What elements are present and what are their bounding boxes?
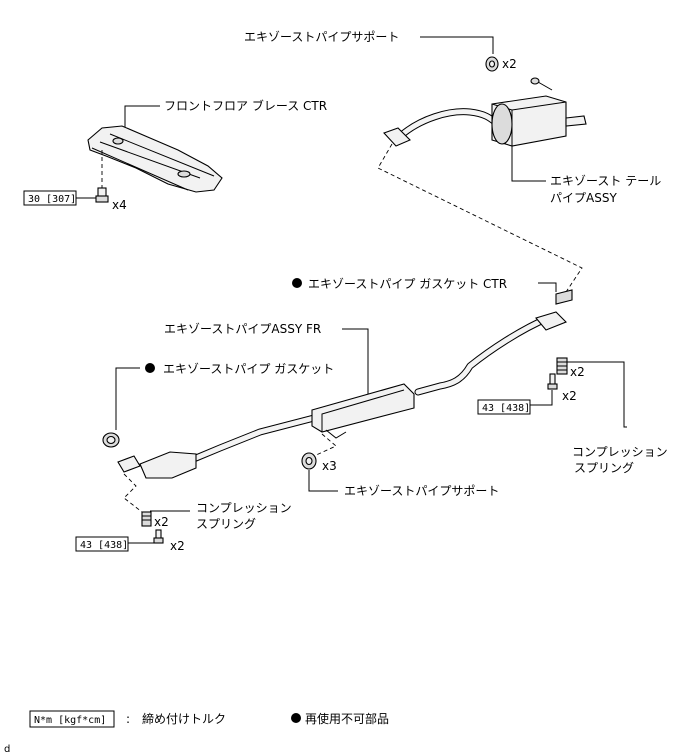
- label-spring-right-1: コンプレッション: [572, 445, 668, 459]
- bolt-left-part: [153, 529, 164, 544]
- legend-non-reusable-mark: [291, 713, 301, 723]
- gasket-ctr-part: [555, 289, 573, 305]
- leader-support-top: [420, 36, 494, 54]
- exhaust-pipe-support-top-part: [485, 56, 499, 72]
- legend-torque-text: 締め付けトルク: [142, 711, 226, 726]
- label-spring-right-2: スプリング: [574, 461, 634, 475]
- label-gasket-ctr: エキゾーストパイプ ガスケット CTR: [308, 277, 507, 291]
- qty-bolt-right: x2: [562, 389, 577, 403]
- leader-tail-pipe: [511, 146, 546, 182]
- label-support-bottom: エキゾーストパイプサポート: [344, 484, 499, 498]
- label-tail-pipe-2: パイプASSY: [550, 191, 617, 205]
- torque-bolt-right: 43 [438]: [482, 403, 530, 414]
- non-reusable-mark-gasket: [145, 363, 155, 373]
- exhaust-pipe-front-part: [117, 311, 567, 479]
- brace-bolt-part: [95, 187, 109, 203]
- legend-separator: :: [126, 712, 130, 726]
- qty-brace-bolt: x4: [112, 198, 127, 212]
- qty-support-bottom: x3: [322, 459, 337, 473]
- non-reusable-mark-gasket-ctr: [292, 278, 302, 288]
- qty-bolt-left: x2: [170, 539, 185, 553]
- exhaust-pipe-support-bottom-part: [301, 452, 317, 470]
- leader-gasket: [115, 367, 140, 430]
- exhaust-tail-pipe-part: [383, 77, 587, 147]
- label-exhaust-pipe-support-top: エキゾーストパイプサポート: [244, 30, 399, 44]
- compression-spring-left-part: [141, 511, 152, 527]
- qty-support-top: x2: [502, 57, 517, 71]
- compression-spring-right-part: [556, 357, 568, 375]
- torque-box-left: [75, 536, 129, 552]
- label-pipe-assy-fr: エキゾーストパイプASSY FR: [164, 322, 321, 336]
- leader-gasket-ctr: [538, 282, 557, 292]
- label-front-floor-brace: フロントフロア ブレース CTR: [164, 98, 327, 113]
- legend-non-reusable-text: 再使用不可部品: [305, 711, 389, 726]
- qty-spring-left: x2: [154, 515, 169, 529]
- dash-tail-to-gasket: [377, 143, 583, 293]
- torque-bolt-left: 43 [438]: [80, 540, 128, 551]
- leader-spring-right: [566, 361, 627, 428]
- leader-pipe-assy-fr: [342, 328, 369, 394]
- torque-brace-bolt: 30 [307]: [28, 194, 76, 205]
- footer-mark: d: [4, 744, 10, 755]
- leader-torque-right: [530, 390, 553, 406]
- label-spring-left-1: コンプレッション: [196, 501, 292, 515]
- front-floor-brace-part: [87, 125, 223, 193]
- label-gasket: エキゾーストパイプ ガスケット: [163, 362, 334, 376]
- bolt-right-part: [547, 373, 558, 390]
- qty-spring-right: x2: [570, 365, 585, 379]
- dash-support-bottom: [313, 433, 337, 457]
- leader-support-bottom: [308, 470, 338, 492]
- legend-unit-text: N*m [kgf*cm]: [34, 715, 106, 726]
- legend-unit-box: [29, 710, 115, 728]
- label-spring-left-2: スプリング: [196, 517, 256, 531]
- torque-box-right: [477, 399, 531, 415]
- leader-front-floor-brace: [124, 105, 160, 130]
- label-tail-pipe-1: エキゾースト テール: [550, 174, 661, 188]
- gasket-part: [102, 432, 120, 448]
- dash-left-spring: [123, 473, 143, 513]
